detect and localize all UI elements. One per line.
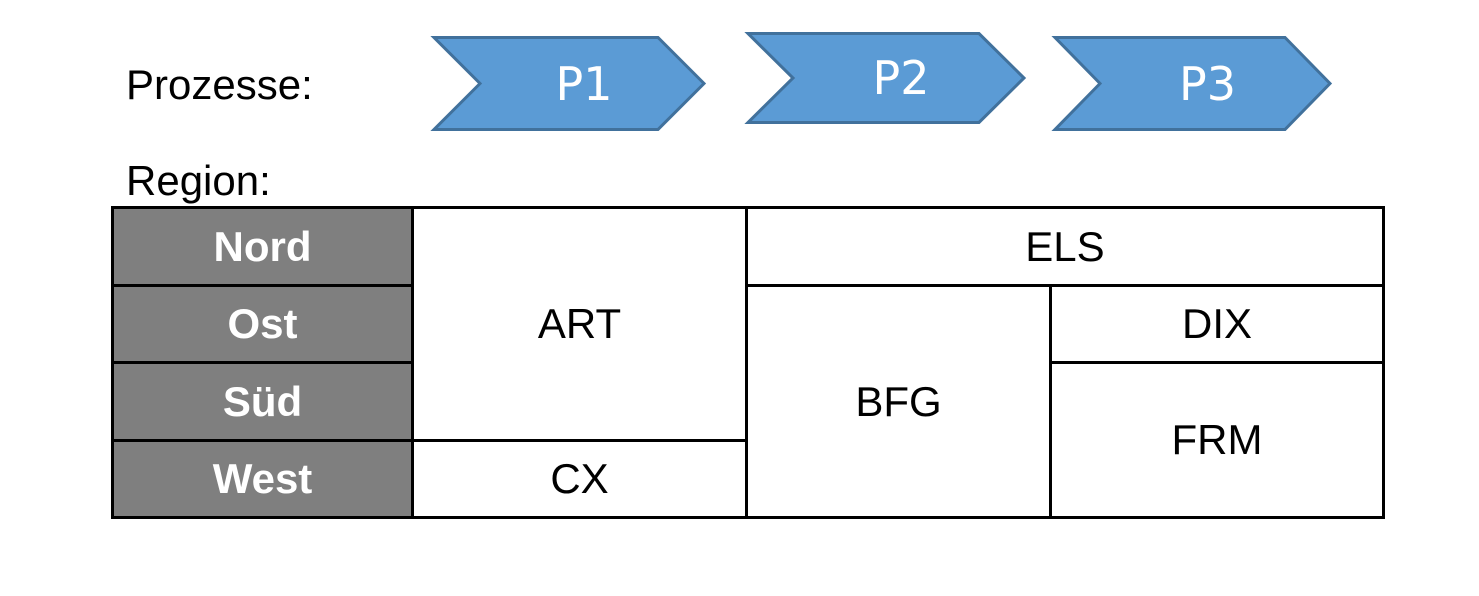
cell-dix: DIX [1052, 287, 1382, 361]
process-label-p3: P3 [1178, 56, 1236, 111]
process-label-p2: P2 [872, 51, 930, 105]
cell-art: ART [414, 209, 745, 439]
region-ost: Ost [114, 287, 411, 361]
process-chevron-p1: P1 [430, 36, 707, 131]
process-chevron-p3: P3 [1051, 36, 1333, 131]
cell-els: ELS [748, 209, 1382, 284]
cell-frm: FRM [1052, 364, 1382, 516]
processes-label: Prozesse: [126, 61, 313, 108]
region-west: West [114, 442, 411, 516]
cell-bfg: BFG [748, 287, 1049, 516]
region-process-matrix: Nord Ost Süd West ART CX ELS BFG DIX FRM [111, 206, 1385, 519]
cell-cx: CX [414, 442, 745, 516]
region-label: Region: [126, 157, 271, 204]
process-label-p1: P1 [555, 56, 613, 111]
process-chevron-p2: P2 [744, 32, 1027, 124]
region-sued: Süd [114, 364, 411, 439]
region-nord: Nord [114, 209, 411, 284]
